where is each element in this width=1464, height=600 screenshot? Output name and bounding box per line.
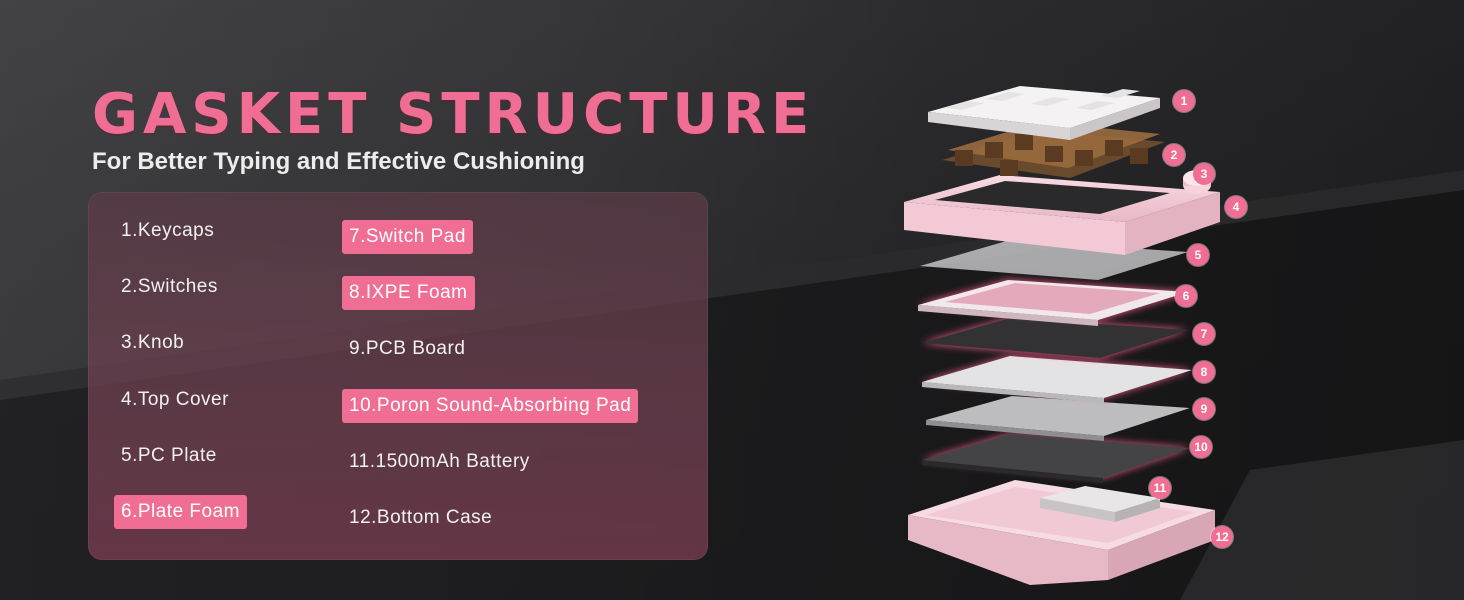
component-battery: 11.1500mAh Battery [349,451,530,472]
callout-9: 9 [1193,398,1215,420]
callout-12: 12 [1211,526,1233,548]
switches-layer [942,122,1165,178]
component-ixpe-foam: 8.IXPE Foam [342,276,475,310]
callout-4: 4 [1225,196,1247,218]
component-switches: 2.Switches [121,276,218,297]
plate-foam-layer [918,280,1188,326]
page-title: GASKET STRUCTURE [92,82,815,147]
switch-pad-layer [922,318,1188,358]
component-plate-foam: 6.Plate Foam [114,495,247,529]
component-poron-pad: 10.Poron Sound-Absorbing Pad [342,389,639,423]
battery-layer [1040,486,1160,522]
keycaps-layer [928,86,1160,140]
callout-3: 3 [1193,163,1215,185]
poron-pad-layer [922,434,1190,483]
top-cover-layer [904,170,1220,255]
bottom-case-layer [908,480,1215,585]
page-subtitle: For Better Typing and Effective Cushioni… [92,148,585,175]
ixpe-foam-layer [922,356,1192,403]
callout-2: 2 [1163,144,1185,166]
callout-8: 8 [1193,361,1215,383]
component-top-cover: 4.Top Cover [121,389,229,410]
component-pc-plate: 5.PC Plate [121,445,217,466]
callout-11: 11 [1149,477,1171,499]
pcb-layer [926,396,1190,441]
callout-7: 7 [1193,323,1215,345]
component-switch-pad: 7.Switch Pad [342,220,473,254]
component-keycaps: 1.Keycaps [121,220,215,241]
component-pcb-board: 9.PCB Board [349,338,466,359]
component-bottom-case: 12.Bottom Case [349,507,493,528]
callout-6: 6 [1175,285,1197,307]
callout-1: 1 [1173,90,1195,112]
callout-10: 10 [1190,436,1212,458]
callout-5: 5 [1187,244,1209,266]
component-knob: 3.Knob [121,332,185,353]
